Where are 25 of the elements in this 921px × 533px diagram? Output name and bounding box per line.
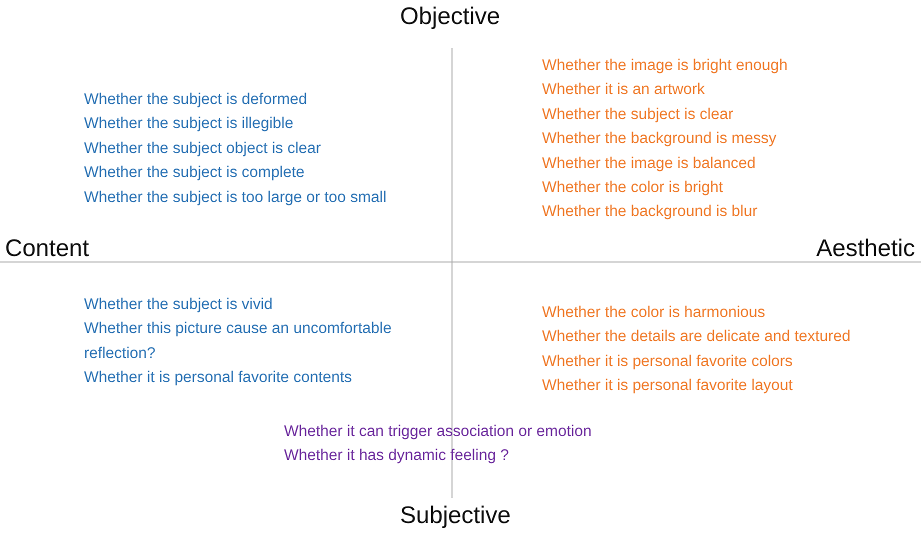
criterion-text: Whether the subject is clear bbox=[542, 104, 734, 125]
criterion-text: Whether the subject object is clear bbox=[84, 138, 321, 159]
criterion-text: Whether it is an artwork bbox=[542, 80, 705, 100]
criterion-text: Whether it is personal favorite layout bbox=[542, 376, 793, 396]
axis-label: Aesthetic bbox=[816, 234, 915, 264]
criterion-text: Whether the subject is complete bbox=[84, 163, 305, 184]
axis-label: Objective bbox=[400, 2, 500, 32]
criterion-text: Whether the subject is illegible bbox=[84, 114, 294, 134]
criterion-text: Whether the background is messy bbox=[542, 129, 776, 150]
criterion-text: Whether the color is bright bbox=[542, 178, 723, 198]
criterion-text: Whether it is personal favorite colors bbox=[542, 352, 793, 372]
criterion-text: Whether the subject is deformed bbox=[84, 90, 308, 110]
criterion-text: Whether the color is harmonious bbox=[542, 303, 766, 323]
axis-label: Content bbox=[5, 234, 90, 264]
criterion-text: Whether the background is blur bbox=[542, 202, 758, 222]
criterion-text: Whether the details are delicate and textured bbox=[542, 327, 850, 348]
criterion-text: Whether this picture cause an uncomfortable reflection? bbox=[84, 319, 393, 364]
criterion-text: Whether it can trigger association or emotion bbox=[284, 422, 592, 442]
criterion-text: Whether the image is bright enough bbox=[542, 56, 788, 76]
criterion-text: Whether it has dynamic feeling ? bbox=[284, 446, 509, 466]
axis-label: Subjective bbox=[400, 501, 511, 531]
criterion-text: Whether the subject is vivid bbox=[84, 295, 273, 315]
criterion-text: Whether it is personal favorite contents bbox=[84, 368, 352, 388]
criterion-text: Whether the subject is too large or too small bbox=[84, 188, 386, 208]
criterion-text: Whether the image is balanced bbox=[542, 154, 756, 174]
